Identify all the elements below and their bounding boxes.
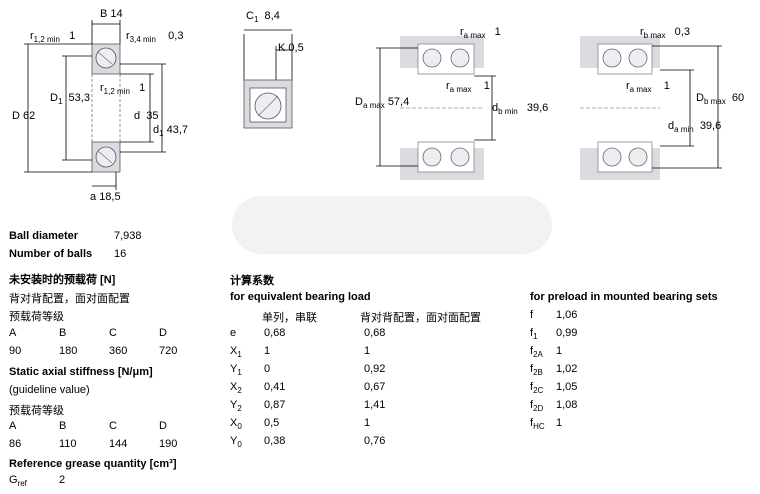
calc-factor-single-value: 0,5	[264, 417, 280, 429]
preload-header-a: A	[9, 327, 17, 339]
calc-subtitle: for equivalent bearing load	[230, 291, 371, 303]
calc-factor-symbol: Y2	[230, 399, 242, 413]
ball-diameter-value: 7,938	[114, 230, 142, 242]
number-of-balls-label: Number of balls	[9, 248, 93, 260]
calc-col1-header: 单列，串联	[262, 312, 317, 324]
calc-factor-single-value: 1	[264, 345, 271, 357]
grease-symbol: Gref	[9, 474, 27, 488]
stiffness-value-d: 190	[159, 438, 178, 450]
preload-factor-symbol: f2B	[530, 363, 543, 377]
preload-calc-title: for preload in mounted bearing sets	[530, 291, 718, 303]
stiffness-header-c: C	[109, 420, 117, 432]
calc-factor-symbol: X2	[230, 381, 242, 395]
calc-factor-symbol: Y0	[230, 435, 242, 449]
calc-factor-pair-value: 0,68	[364, 327, 386, 339]
stiffness-header-d: D	[159, 420, 167, 432]
ball-bottom	[95, 146, 117, 168]
calc-title: 计算系数	[230, 275, 274, 287]
calc-factor-pair-value: 1,41	[364, 399, 386, 411]
preload-factor-symbol: f2D	[530, 399, 544, 413]
preload-header-d: D	[159, 327, 167, 339]
calc-col2-header: 背对背配置，面对面配置	[360, 312, 481, 324]
dim-D: D 62	[12, 110, 36, 122]
dim-C1: C1 8,4	[246, 10, 280, 24]
dim-d: d 35	[134, 110, 159, 122]
stiffness-header-a: A	[9, 420, 17, 432]
mounting-drawing-a	[376, 36, 496, 180]
preload-factor-value: 1	[556, 345, 563, 357]
preload-factor-symbol: f1	[530, 327, 538, 341]
preload-factor-symbol: f	[530, 309, 534, 321]
preload-factor-value: 1,05	[556, 381, 578, 393]
bearing-detail-drawing	[243, 29, 293, 129]
preload-header-c: C	[109, 327, 117, 339]
dim-ra: ra max 1	[626, 80, 670, 94]
dim-r12-top: r1,2 min 1	[30, 30, 76, 44]
preload-factor-value: 1,02	[556, 363, 578, 375]
calc-factor-single-value: 0,87	[264, 399, 286, 411]
calc-factor-symbol: X1	[230, 345, 242, 359]
preload-value-c: 360	[109, 345, 128, 357]
mounting-drawing-b	[580, 36, 722, 180]
stiffness-header-b: B	[59, 420, 67, 432]
dim-r34: r3,4 min 0,3	[126, 30, 184, 44]
calc-factor-single-value: 0,68	[264, 327, 286, 339]
preload-factor-value: 0,99	[556, 327, 578, 339]
calc-factor-symbol: X0	[230, 417, 242, 431]
number-of-balls-value: 16	[114, 248, 127, 260]
dim-D1: D1 53,3	[50, 92, 90, 106]
preload-factor-symbol: f2A	[530, 345, 543, 359]
calc-factor-pair-value: 0,92	[364, 363, 386, 375]
calc-factor-pair-value: 0,76	[364, 435, 386, 447]
ball-top	[95, 47, 117, 69]
preload-factor-symbol: fHC	[530, 417, 545, 431]
calc-factor-pair-value: 1	[364, 417, 371, 429]
calc-factor-pair-value: 0,67	[364, 381, 386, 393]
preload-factor-value: 1	[556, 417, 563, 429]
bearing-cross-section-drawing	[24, 20, 166, 190]
grease-title: Reference grease quantity [cm³]	[9, 458, 177, 470]
dim-ra-top: ra max 1	[460, 26, 501, 40]
dim-K: K 0,5	[278, 42, 304, 54]
preload-header-b: B	[59, 327, 67, 339]
calc-factor-single-value: 0,38	[264, 435, 286, 447]
dim-Db: Db max 60	[696, 92, 745, 106]
dim-a: a 18,5	[90, 191, 121, 203]
preload-title: 未安装时的预载荷 [N]	[9, 274, 116, 286]
preload-value-a: 90	[9, 345, 22, 357]
watermark-logo	[232, 196, 552, 254]
preload-factor-symbol: f2C	[530, 381, 544, 395]
grease-value: 2	[59, 474, 66, 486]
preload-value-b: 180	[59, 345, 78, 357]
calc-factor-symbol: e	[230, 327, 237, 339]
calc-factor-pair-value: 1	[364, 345, 371, 357]
preload-value-d: 720	[159, 345, 178, 357]
stiffness-title: Static axial stiffness [N/μm]	[9, 366, 153, 378]
preload-subtitle: 背对背配置，面对面配置	[9, 293, 130, 305]
calc-factor-single-value: 0	[264, 363, 271, 375]
stiffness-class-label: 预载荷等级	[9, 405, 64, 417]
dim-B: B 14	[100, 8, 123, 20]
preload-factor-value: 1,08	[556, 399, 578, 411]
dim-ra-mid: ra max 1	[446, 80, 490, 94]
calc-factor-symbol: Y1	[230, 363, 242, 377]
stiffness-value-c: 144	[109, 438, 128, 450]
stiffness-subtitle: (guideline value)	[9, 384, 90, 396]
dim-Da: Da max 57,4	[355, 96, 410, 110]
dim-d1: d1 43,7	[153, 124, 189, 138]
calc-factor-single-value: 0,41	[264, 381, 286, 393]
stiffness-value-b: 110	[59, 438, 77, 450]
dim-r12-mid: r1,2 min 1	[100, 82, 146, 96]
stiffness-value-a: 86	[9, 438, 22, 450]
dim-db: db min 39,6	[492, 102, 549, 116]
preload-factor-value: 1,06	[556, 309, 578, 321]
dim-rb: rb max 0,3	[640, 26, 690, 40]
ball-diameter-label: Ball diameter	[9, 230, 79, 242]
dim-da: da min 39,6	[668, 120, 722, 134]
preload-class-label: 预载荷等级	[9, 311, 64, 323]
